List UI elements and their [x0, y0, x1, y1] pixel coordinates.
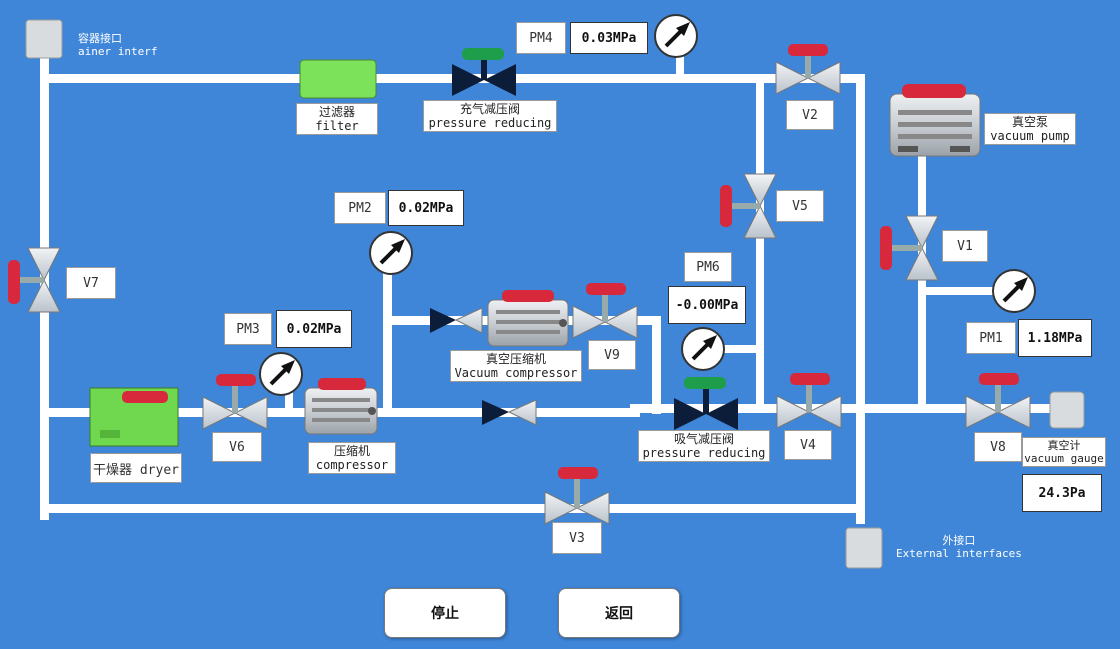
valve-v1-label: V1 — [942, 230, 988, 262]
pm2-dial-icon — [369, 231, 413, 275]
pm1-value: 1.18MPa — [1018, 319, 1092, 357]
valve-v3-label: V3 — [552, 522, 602, 554]
valve-v5-symbol[interactable] — [720, 173, 777, 239]
pm2-name: PM2 — [334, 192, 386, 224]
valve-v4-symbol[interactable] — [776, 373, 842, 429]
check-valve-top — [430, 307, 483, 334]
valve-v9-symbol[interactable] — [572, 283, 638, 339]
pm3-dial-icon — [259, 352, 303, 396]
valve-v8-symbol[interactable] — [965, 373, 1031, 429]
back-button[interactable]: 返回 — [558, 588, 680, 638]
external-interface-label: 外接口 External interfaces — [896, 534, 1022, 560]
valve-v6-symbol[interactable] — [202, 374, 268, 430]
valve-v8-label: V8 — [974, 432, 1022, 462]
valve-v1-symbol[interactable] — [880, 215, 939, 281]
valve-v3-symbol[interactable] — [544, 467, 610, 525]
suction-reducing-valve-symbol[interactable] — [674, 377, 738, 430]
vacuum-compressor-unit[interactable] — [487, 290, 569, 347]
container-interface-label: 容器接口 ainer interf — [78, 32, 158, 58]
pm4-dial-icon — [654, 14, 698, 58]
filter-unit[interactable] — [299, 59, 377, 99]
valve-v2-symbol[interactable] — [775, 44, 841, 95]
vacuum-gauge-value: 24.3Pa — [1022, 474, 1102, 512]
valve-v2-label: V2 — [786, 100, 834, 130]
pm6-dial-icon — [681, 327, 725, 371]
pm3-value: 0.02MPa — [276, 310, 352, 348]
pm6-value: -0.00MPa — [668, 286, 746, 324]
valve-v6-label: V6 — [212, 432, 262, 462]
pm4-name: PM4 — [516, 22, 566, 54]
valve-v5-label: V5 — [776, 190, 824, 222]
pm4-value: 0.03MPa — [570, 22, 648, 54]
vacuum-gauge-sensor — [1049, 391, 1085, 429]
pm1-name: PM1 — [966, 322, 1016, 354]
compressor-unit[interactable] — [304, 378, 378, 435]
valve-v9-label: V9 — [588, 340, 636, 370]
dryer-label: 干燥器 dryer — [90, 453, 182, 483]
pm1-dial-icon — [992, 269, 1036, 313]
valve-v4-label: V4 — [784, 430, 832, 460]
valve-v7-label: V7 — [66, 267, 116, 299]
check-valve-bottom — [482, 399, 537, 426]
charge-reducing-valve-symbol[interactable] — [452, 48, 516, 96]
vacuum-pump-unit[interactable] — [889, 84, 981, 157]
valve-v7-symbol[interactable] — [8, 247, 61, 313]
pm2-value: 0.02MPa — [388, 190, 464, 226]
pm3-name: PM3 — [224, 313, 272, 345]
container-interface-box[interactable] — [25, 19, 63, 59]
dryer-unit[interactable] — [89, 387, 179, 447]
stop-button[interactable]: 停止 — [384, 588, 506, 638]
external-interface-box[interactable] — [845, 527, 883, 569]
pm6-name: PM6 — [684, 252, 732, 282]
